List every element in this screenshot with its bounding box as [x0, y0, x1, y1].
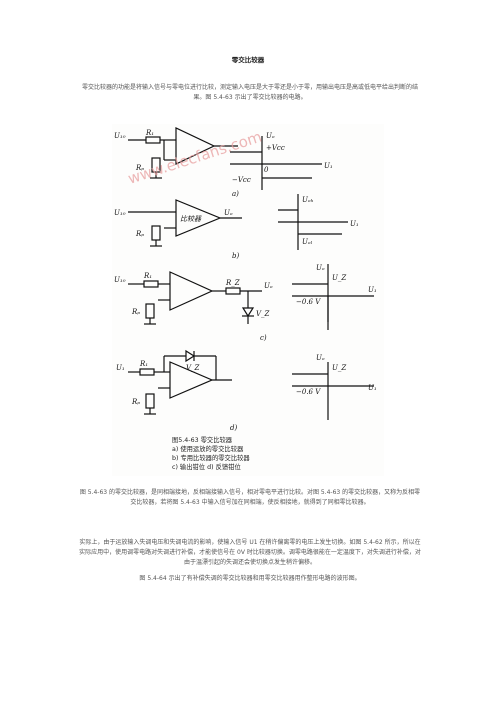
- label-c-in: U₁₀: [114, 276, 126, 284]
- label-a-r1: R₁: [145, 129, 154, 137]
- label-a-uo: Uₒ: [266, 132, 275, 140]
- label-c-out: Uₒ: [264, 282, 273, 290]
- label-c-sub: c): [260, 334, 267, 342]
- label-c-uo: Uₒ: [316, 264, 325, 272]
- label-d-in: U₁: [116, 364, 125, 372]
- label-a-zero: 0: [264, 166, 269, 174]
- paragraph-description: 图 5.4-63 的零交比较器，是同相端接地，反相端接输入信号，相对零电平进行比…: [79, 489, 421, 506]
- label-c-rp: Rₚ: [131, 308, 140, 316]
- label-a-in: U₁₀: [114, 132, 126, 140]
- circuit-figure: www.elecfans.com U₁₀ R₁ Rₚ +Vcc −Vcc Uₒ …: [112, 124, 384, 476]
- label-d-u1: U₁: [368, 384, 377, 392]
- label-b-top: Uₒₕ: [302, 196, 314, 204]
- label-c-neg: −0.6 V: [296, 298, 321, 306]
- label-c-uz: U_Z: [332, 274, 346, 282]
- label-b-rp: Rₚ: [135, 230, 144, 238]
- label-b-bot: Uₒₗ: [302, 238, 313, 246]
- label-c-r1: R₁: [143, 272, 152, 280]
- caption-line-a: a) 使用运放的零交比较器: [172, 444, 244, 453]
- label-d-vz: V_Z: [186, 364, 200, 372]
- page-title: 零交比较器: [231, 56, 265, 64]
- label-d-rp: Rₚ: [131, 398, 140, 406]
- opamp-c: [169, 271, 214, 311]
- label-d-uo: Uₒ: [316, 354, 325, 362]
- label-c-vz: V_Z: [256, 310, 270, 318]
- comparator-b: [175, 199, 222, 237]
- label-b-sub: b): [232, 252, 239, 260]
- opamp-a: [175, 127, 216, 165]
- label-b-in: U₁₀: [114, 209, 126, 217]
- label-d-r1: R₁: [139, 360, 148, 368]
- opamp-d: [169, 361, 214, 399]
- paragraph-offset: 实际上，由于运放输入失调电压和失调电流的影响，使输入信号 U1 在稍许偏离零的电…: [79, 539, 421, 566]
- label-b-out: Uₒ: [224, 209, 233, 217]
- label-c-rz: R_Z: [225, 279, 240, 287]
- caption-line-b: b) 专用比较器的零交比较器: [172, 453, 250, 462]
- caption-line-cd: c) 输出钳位 d) 反馈钳位: [172, 462, 241, 471]
- label-d-neg: −0.6 V: [296, 388, 321, 396]
- label-a-sub: a): [232, 190, 239, 198]
- circuit-figure-svg: www.elecfans.com U₁₀ R₁ Rₚ +Vcc −Vcc Uₒ …: [112, 124, 384, 476]
- caption-title: 图5.4-63 零交比较器: [172, 435, 233, 444]
- label-a-vee: −Vcc: [232, 176, 251, 184]
- label-a-u1: U₁: [324, 162, 333, 170]
- label-a-rp: Rₚ: [135, 164, 144, 172]
- paragraph-intro: 零交比较器的功能是将输入信号与零电位进行比较，测定输入电压是大于零还是小于零，用…: [81, 84, 418, 101]
- label-d-sub: d): [230, 424, 237, 432]
- label-b-u1: U₁: [350, 220, 359, 228]
- paragraph-next-figure: 图 5.4-64 示出了有补偿失调的零交比较器和用零交比较器用作整形电路的波形图…: [139, 575, 361, 582]
- label-c-u1: U₁: [368, 286, 377, 294]
- label-d-uz: U_Z: [332, 364, 346, 372]
- label-b-box: 比较器: [180, 215, 202, 223]
- label-a-vcc: +Vcc: [266, 144, 285, 152]
